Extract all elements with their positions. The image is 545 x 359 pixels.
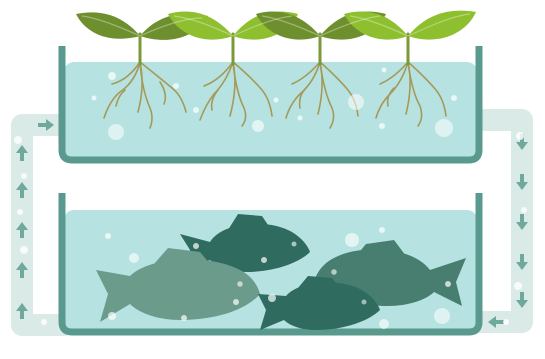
plant-stems: [140, 34, 408, 64]
plant-leaves: [76, 11, 476, 40]
right-pipe: [478, 120, 522, 322]
left-pipe: [22, 125, 64, 325]
plant-tank: [62, 46, 479, 160]
